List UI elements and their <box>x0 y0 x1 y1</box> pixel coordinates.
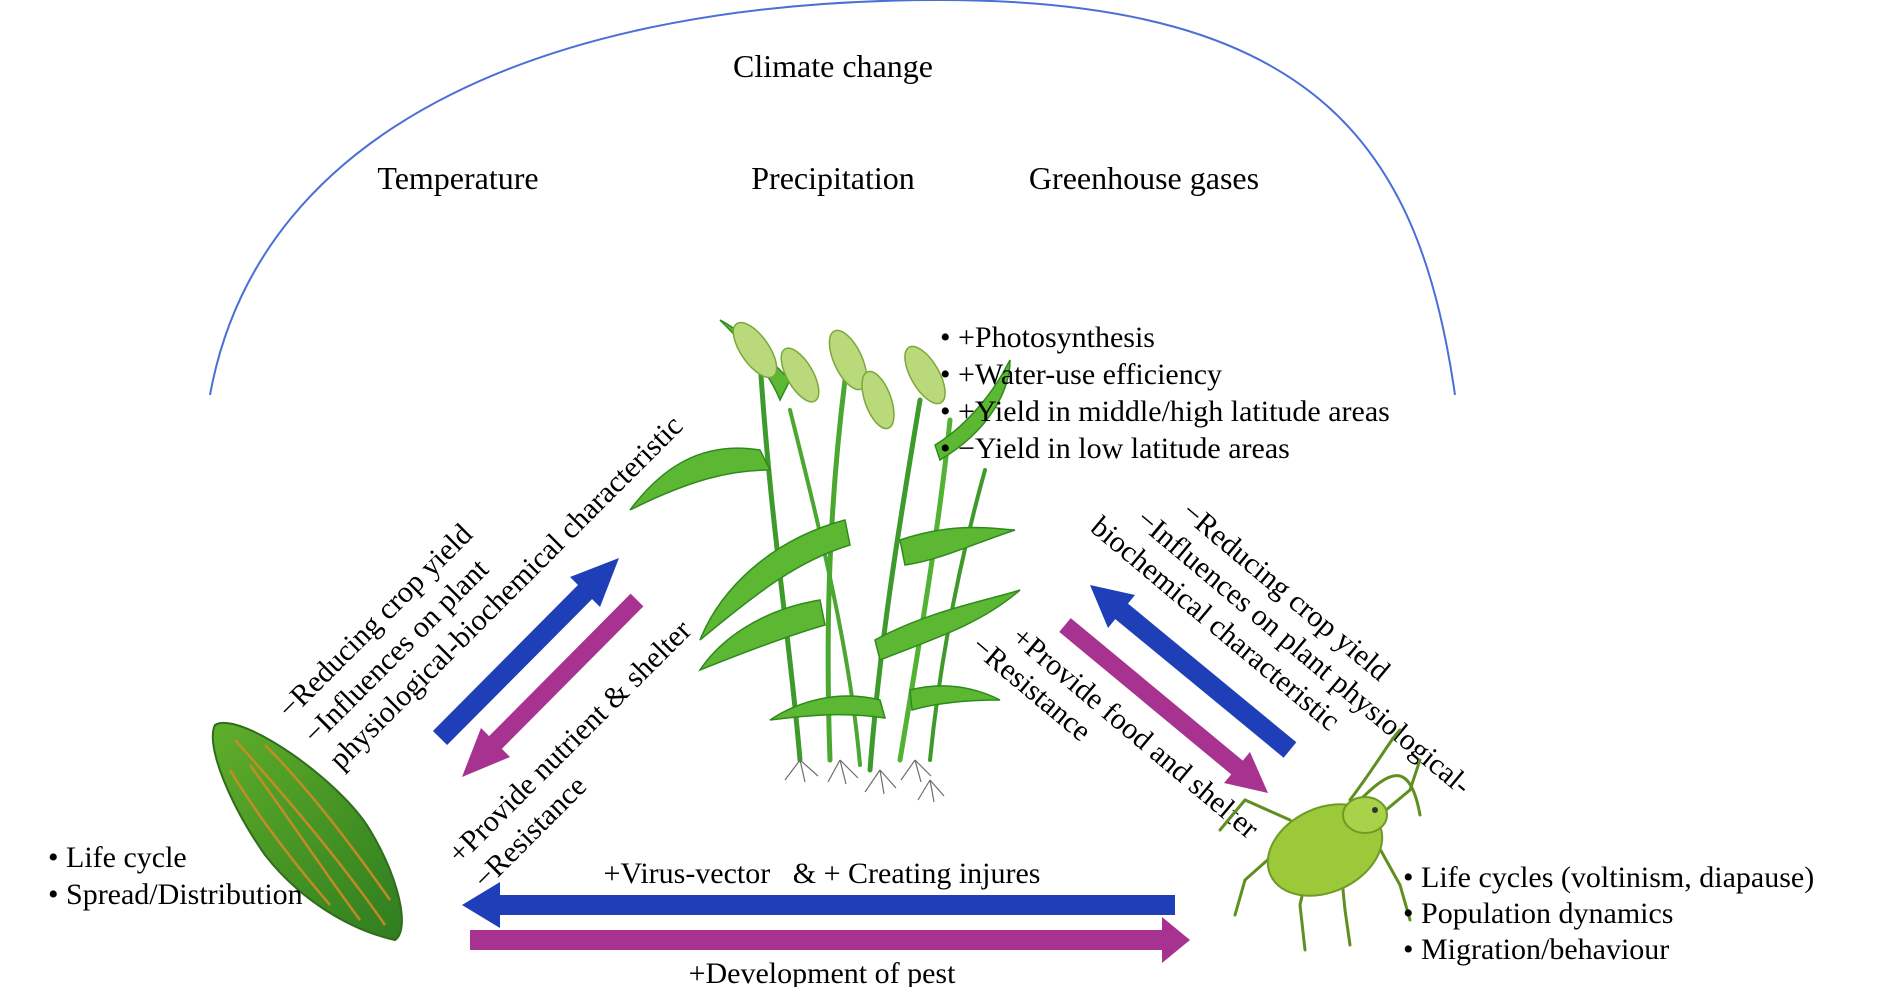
pest-trait-life-cycles: • Life cycles (voltinism, diapause) <box>1403 861 1814 894</box>
wheat-plant-icon <box>629 319 1021 803</box>
pathogen-trait-life-cycle: • Life cycle <box>48 841 187 874</box>
pest-trait-migration: • Migration/behaviour <box>1403 933 1669 966</box>
arrow-pest-to-pathogen <box>462 882 1175 928</box>
arrow-pest-to-crop <box>1090 585 1297 758</box>
leaf-icon <box>211 722 403 942</box>
arrow-crop-to-pathogen <box>462 593 644 777</box>
label-pathogen-to-pest: +Development of pest <box>689 957 957 987</box>
crop-effect-water-use: • +Water-use efficiency <box>940 358 1222 391</box>
pathogen-trait-spread: • Spread/Distribution <box>48 878 303 911</box>
aphid-icon <box>1218 728 1422 952</box>
climate-arc <box>209 0 1456 396</box>
label-pathogen-to-crop: −Reducing crop yield −Influences on plan… <box>272 409 690 776</box>
factor-precipitation: Precipitation <box>751 160 915 196</box>
pest-trait-population: • Population dynamics <box>1403 897 1673 930</box>
arrow-pathogen-to-crop <box>432 558 619 746</box>
arrow-crop-to-pest <box>1059 618 1268 793</box>
crop-effect-yield-low-latitude: • −Yield in low latitude areas <box>940 432 1290 465</box>
label-pest-to-pathogen: +Virus-vector & + Creating injures <box>604 857 1041 890</box>
factor-greenhouse-gases: Greenhouse gases <box>1029 160 1259 196</box>
crop-effect-yield-high-latitude: • +Yield in middle/high latitude areas <box>940 395 1390 428</box>
factor-temperature: Temperature <box>377 160 538 196</box>
crop-effect-photosynthesis: • +Photosynthesis <box>940 321 1155 354</box>
climate-title: Climate change <box>733 48 933 84</box>
arrow-pathogen-to-pest <box>470 917 1190 963</box>
